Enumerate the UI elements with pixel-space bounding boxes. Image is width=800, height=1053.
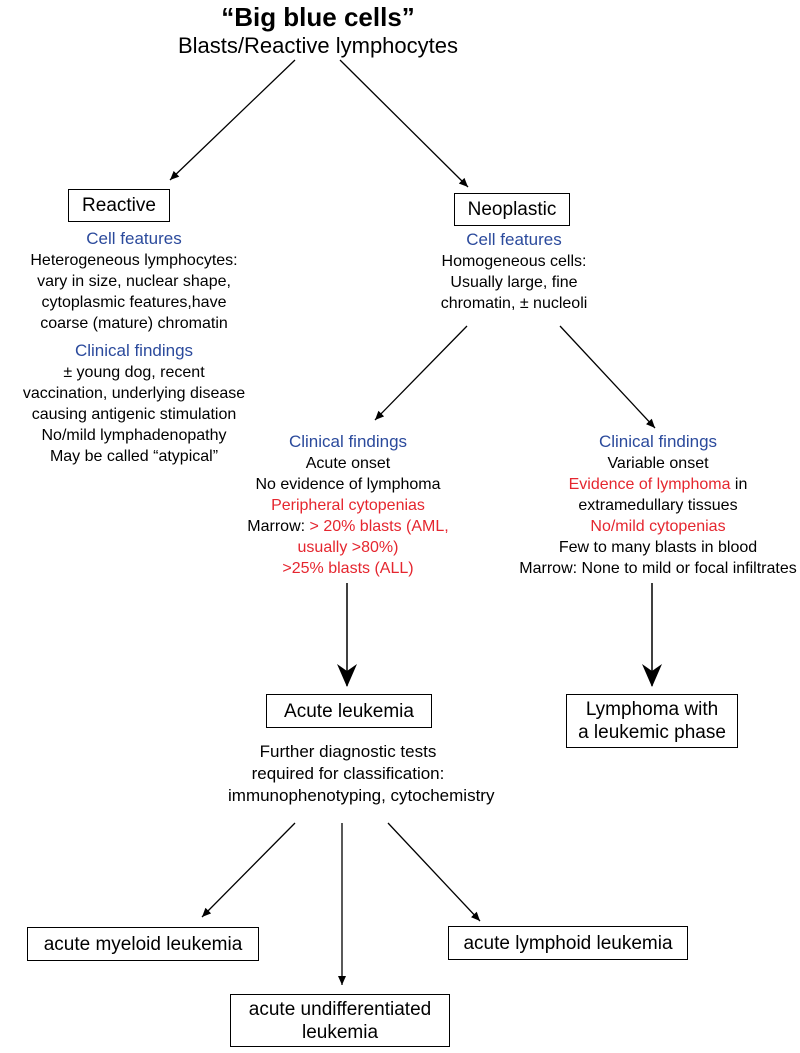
neoplastic-box: Neoplastic xyxy=(454,193,570,226)
reactive-cell-feature-line: Heterogeneous lymphocytes: xyxy=(30,252,238,269)
arrowhead-lymphoma-box xyxy=(642,664,662,687)
reactive-cell-features-heading: Cell features xyxy=(86,229,182,248)
reactive-box: Reactive xyxy=(68,189,170,222)
reactive-clinical-line: No/mild lymphadenopathy xyxy=(41,427,227,444)
further-tests-line: Further diagnostic tests xyxy=(259,742,437,761)
acute-leukemia-label: Acute leukemia xyxy=(284,700,414,722)
neoplastic-cell-feature-line: chromatin, ± nucleoli xyxy=(440,295,588,312)
title-main: “Big blue cells” xyxy=(221,2,415,32)
lymphoma-marrow: Marrow: None to mild or focal infiltrate… xyxy=(519,560,797,577)
lymphoma-box-line2: a leukemic phase xyxy=(578,722,726,743)
lymphoma-blasts: Few to many blasts in blood xyxy=(558,539,758,556)
lymphoma-leukemic-phase-box: Lymphoma with a leukemic phase xyxy=(566,694,738,748)
lymphoma-clinical-heading: Clinical findings xyxy=(598,432,718,451)
further-tests-line: immunophenotyping, cytochemistry xyxy=(228,786,495,805)
leukemia-marrow-line: Marrow: > 20% blasts (AML, xyxy=(228,516,468,537)
neoplastic-cell-feature-line: Homogeneous cells: xyxy=(441,253,587,270)
further-tests: Further diagnostic tests required for cl… xyxy=(228,741,495,807)
all-box: acute lymphoid leukemia xyxy=(448,926,688,960)
reactive-cell-feature-line: coarse (mature) chromatin xyxy=(40,315,228,332)
leukemia-clinical-findings: Clinical findings Acute onset No evidenc… xyxy=(228,430,468,579)
lymphoma-box-line1: Lymphoma with xyxy=(585,699,719,720)
leukemia-no-lymphoma: No evidence of lymphoma xyxy=(255,476,441,493)
lymphoma-evidence-rest: in xyxy=(730,476,748,493)
reactive-clinical-line: vaccination, underlying disease xyxy=(22,385,246,402)
arrowhead-acute-leukemia xyxy=(337,664,357,687)
arrow-to-lymphoma-findings xyxy=(559,325,656,429)
neoplastic-details: Cell features Homogeneous cells: Usually… xyxy=(392,228,636,314)
lymphoma-cytopenias: No/mild cytopenias xyxy=(590,518,726,535)
title-subtitle: Blasts/Reactive lymphocytes xyxy=(178,33,458,58)
leukemia-marrow-aml-usual: usually >80%) xyxy=(297,539,399,556)
neoplastic-cell-features-heading: Cell features xyxy=(466,230,562,249)
leukemia-onset: Acute onset xyxy=(305,455,391,472)
arrow-to-leukemia-findings xyxy=(374,325,468,421)
leukemia-marrow-aml: > 20% blasts (AML, xyxy=(309,518,449,535)
arrow-to-all xyxy=(387,822,481,922)
leukemia-marrow-all: >25% blasts (ALL) xyxy=(282,560,414,577)
arrow-to-neoplastic xyxy=(339,59,469,188)
aml-box: acute myeloid leukemia xyxy=(27,927,259,961)
lymphoma-tissues: extramedullary tissues xyxy=(578,497,738,514)
lymphoma-onset: Variable onset xyxy=(607,455,709,472)
aul-line2: leukemia xyxy=(301,1021,379,1043)
leukemia-clinical-heading: Clinical findings xyxy=(288,432,408,451)
neoplastic-label: Neoplastic xyxy=(467,199,557,220)
reactive-details: Cell features Heterogeneous lymphocytes:… xyxy=(0,227,268,467)
neoplastic-cell-feature-line: Usually large, fine xyxy=(450,274,578,291)
reactive-cell-feature-line: vary in size, nuclear shape, xyxy=(37,273,231,290)
diagram-title: “Big blue cells” Blasts/Reactive lymphoc… xyxy=(0,2,636,60)
reactive-clinical-heading: Clinical findings xyxy=(74,341,194,360)
lymphoma-evidence-line: Evidence of lymphoma in xyxy=(516,474,800,495)
leukemia-cytopenias: Peripheral cytopenias xyxy=(271,497,425,514)
arrow-to-aml xyxy=(201,822,296,918)
reactive-clinical-line: causing antigenic stimulation xyxy=(31,406,237,423)
reactive-label: Reactive xyxy=(82,195,156,216)
aul-line1: acute undifferentiated xyxy=(248,998,432,1020)
all-label: acute lymphoid leukemia xyxy=(463,932,673,954)
aul-box: acute undifferentiated leukemia xyxy=(230,994,450,1047)
arrow-to-reactive xyxy=(169,59,296,181)
reactive-clinical-line: ± young dog, recent xyxy=(63,364,205,381)
reactive-cell-feature-line: cytoplasmic features,have xyxy=(41,294,227,311)
aml-label: acute myeloid leukemia xyxy=(43,933,243,955)
lymphoma-evidence: Evidence of lymphoma xyxy=(568,476,731,493)
reactive-clinical-line: May be called “atypical” xyxy=(49,448,219,465)
leukemia-marrow-prefix: Marrow: xyxy=(247,518,310,535)
acute-leukemia-box: Acute leukemia xyxy=(266,694,432,728)
lymphoma-clinical-findings: Clinical findings Variable onset Evidenc… xyxy=(516,430,800,579)
further-tests-line: required for classification: xyxy=(251,764,445,783)
